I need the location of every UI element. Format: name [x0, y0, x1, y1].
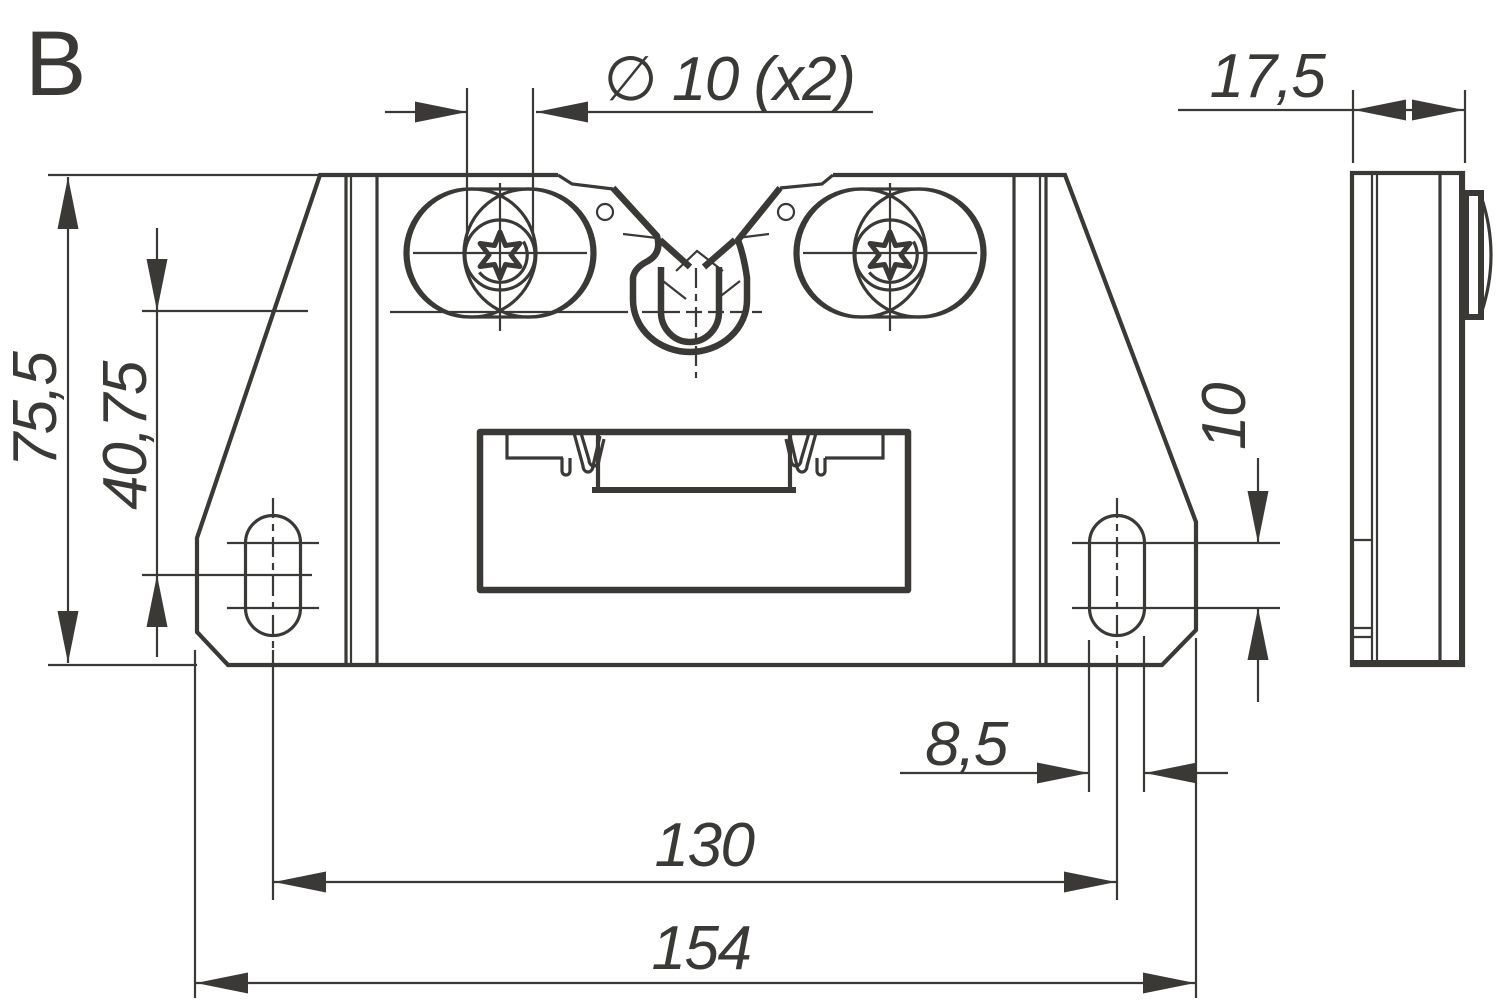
catch-funnel [390, 173, 835, 378]
dim-slot-pitch-label: 10 [1190, 383, 1259, 450]
dim-hole-spacing-label: 130 [655, 811, 755, 880]
side-view [1349, 170, 1493, 668]
dim-slot-width: 8,5 [900, 636, 1228, 792]
screw-assembly-right [795, 183, 985, 331]
dim-hole-diameter: ∅ 10 (x2) [385, 45, 873, 240]
dim-latch-to-slot: 40,75 [91, 228, 312, 657]
dim-thickness: 17,5 [1178, 42, 1467, 163]
dim-thickness-label: 17,5 [1210, 42, 1327, 111]
strike-bump [1463, 190, 1493, 320]
latch-recess [476, 428, 912, 594]
dim-latch-to-slot-label: 40,75 [91, 360, 160, 510]
front-view [194, 172, 1199, 668]
dim-slot-width-label: 8,5 [925, 710, 1009, 779]
dim-overall-width-label: 154 [652, 914, 751, 983]
dim-overall-height-label: 75,5 [1, 351, 70, 468]
front-body-outline [194, 172, 1199, 668]
front-panel-lines [344, 177, 1048, 663]
screw-assembly-left [403, 183, 597, 331]
view-label: B [25, 13, 86, 115]
mounting-slot-right [1087, 496, 1147, 655]
dim-slot-pitch: 10 [1072, 383, 1280, 702]
pusher-plate [592, 433, 796, 493]
dim-overall-height: 75,5 [1, 173, 322, 667]
dim-hole-spacing: 130 [271, 650, 1119, 900]
dim-hole-diameter-label: ∅ 10 (x2) [604, 45, 855, 114]
dim-overall-width: 154 [193, 638, 1198, 998]
